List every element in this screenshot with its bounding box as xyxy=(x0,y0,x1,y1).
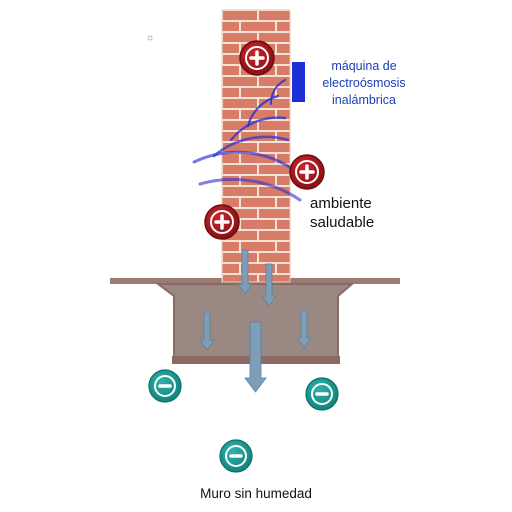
wave-2 xyxy=(246,94,280,128)
wave-4 xyxy=(212,135,290,158)
wave-6 xyxy=(198,177,302,202)
arrow-down-2 xyxy=(261,263,277,307)
negative-charge-3 xyxy=(219,439,253,473)
arrow-down-5 xyxy=(244,321,267,393)
arrow-down-3 xyxy=(199,311,215,351)
electroosmosis-device xyxy=(292,62,305,102)
device-label: máquina de electroósmosis inalámbrica xyxy=(298,58,430,109)
device-label-line-2: electroósmosis xyxy=(322,76,406,90)
wave-3 xyxy=(229,116,287,142)
environment-label-line-2: saludable xyxy=(310,214,375,231)
moisture-arrows xyxy=(199,249,312,393)
device-label-line-3: inalámbrica xyxy=(332,93,396,107)
negative-charge-2 xyxy=(305,377,339,411)
stray-dot xyxy=(147,35,153,41)
wireless-waves xyxy=(192,79,302,202)
environment-label-line-1: ambiente xyxy=(310,195,372,212)
positive-charge-3 xyxy=(204,204,240,240)
arrow-down-4 xyxy=(296,309,312,349)
wave-1 xyxy=(269,79,286,105)
wave-5 xyxy=(192,150,296,172)
arrow-down-1 xyxy=(237,249,253,295)
positive-charge-2 xyxy=(289,154,325,190)
negative-charge-1 xyxy=(148,369,182,403)
device-label-line-1: máquina de xyxy=(331,59,397,73)
caption: Muro sin humedad xyxy=(200,486,312,501)
environment-label: ambiente saludable xyxy=(310,194,374,232)
positive-charge-1 xyxy=(239,40,275,76)
